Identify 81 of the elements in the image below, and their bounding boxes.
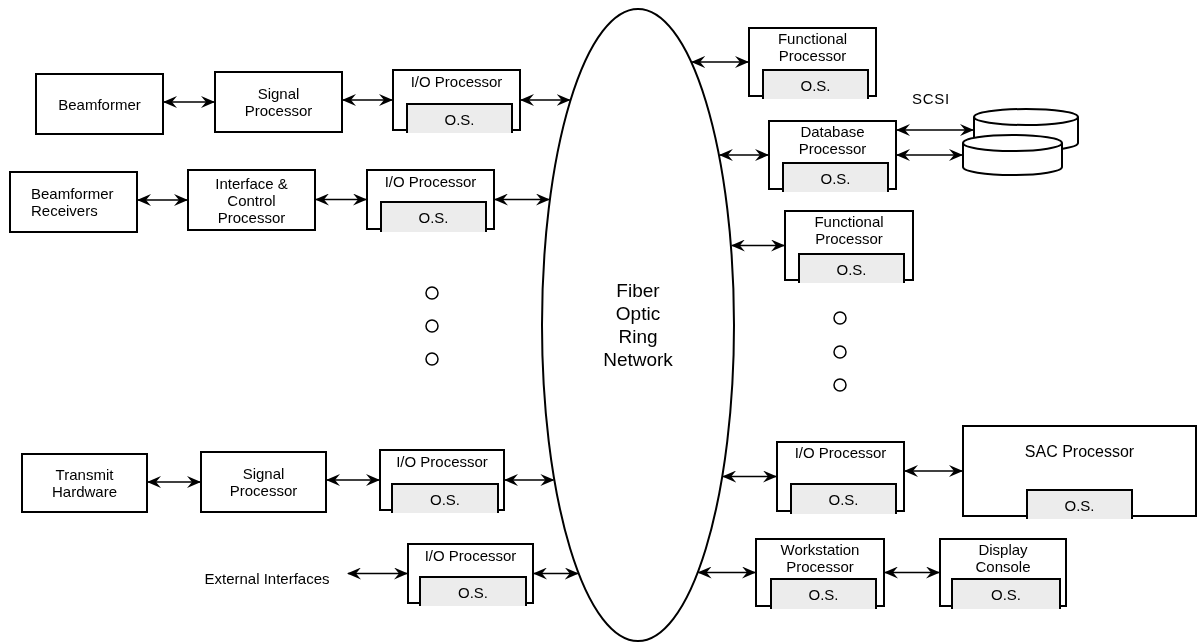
- node-label: Transmit Hardware: [51, 466, 118, 500]
- node-label: I/O Processor: [409, 73, 504, 90]
- double-arrow: [533, 567, 579, 580]
- node-label: O.S.: [836, 260, 867, 278]
- process-box: [748, 27, 877, 97]
- node-label: Signal Processor: [228, 465, 299, 499]
- double-arrow: [884, 566, 940, 579]
- process-box: [755, 538, 885, 607]
- os-box: [951, 578, 1061, 609]
- double-arrow: [722, 470, 777, 483]
- node-label: Workstation Processor: [779, 541, 861, 575]
- node-label: O.S.: [808, 586, 839, 603]
- node-label: O.S.: [430, 490, 460, 508]
- process-box: [939, 538, 1067, 607]
- double-arrow: [730, 239, 785, 252]
- os-box: [380, 201, 487, 232]
- double-arrow: [326, 474, 380, 486]
- process-box: [962, 425, 1197, 517]
- double-arrow: [347, 567, 408, 580]
- process-box: [187, 169, 316, 231]
- node-label: O.S.: [828, 491, 859, 508]
- disk-drive-cylinder: [962, 134, 1063, 176]
- process-box: [200, 451, 327, 513]
- node-label: External Interfaces: [204, 569, 330, 587]
- node-label: O.S.: [458, 583, 488, 601]
- node-label: O.S.: [800, 76, 831, 94]
- process-box: [776, 441, 905, 512]
- process-box: [214, 71, 343, 133]
- node-label: Fiber Optic Ring Network: [602, 279, 674, 371]
- os-box: [798, 253, 905, 283]
- process-box: [392, 69, 521, 131]
- node-label: I/O Processor: [793, 444, 888, 461]
- os-box: [782, 162, 889, 192]
- double-arrow: [718, 149, 769, 161]
- process-box: [35, 73, 164, 135]
- node-label: Beamformer: [57, 95, 142, 113]
- double-arrow: [697, 566, 756, 579]
- double-arrow: [896, 124, 974, 136]
- ring-network-ellipse: [541, 8, 735, 642]
- node-label: Beamformer Receivers: [31, 185, 115, 219]
- node-label: I/O Processor: [383, 173, 478, 190]
- process-box: [784, 210, 914, 281]
- double-arrow: [904, 465, 963, 477]
- node-label: O.S.: [1064, 496, 1095, 514]
- double-arrow: [137, 194, 188, 206]
- process-box: [21, 453, 148, 513]
- os-box: [406, 103, 513, 133]
- process-box: [768, 120, 897, 190]
- process-box: [379, 449, 505, 511]
- double-arrow: [896, 149, 963, 161]
- double-arrow: [520, 94, 571, 106]
- node-label: I/O Processor: [395, 453, 489, 470]
- node-label: Display Console: [974, 541, 1032, 575]
- double-arrow: [504, 474, 555, 486]
- double-arrow: [147, 476, 201, 488]
- node-label: Database Processor: [797, 123, 868, 157]
- node-label: SAC Processor: [1024, 443, 1135, 461]
- double-arrow: [494, 193, 550, 206]
- node-label: Functional Processor: [776, 30, 849, 64]
- double-arrow: [315, 193, 367, 206]
- os-box: [790, 483, 897, 514]
- os-box: [770, 578, 877, 609]
- os-box: [391, 483, 499, 513]
- os-box: [762, 69, 869, 99]
- process-box: [9, 171, 138, 233]
- process-box: [407, 543, 534, 604]
- double-arrow: [691, 56, 749, 68]
- os-box: [419, 576, 527, 606]
- node-label: O.S.: [444, 110, 475, 128]
- node-label: Signal Processor: [243, 85, 314, 119]
- os-box: [1026, 489, 1133, 519]
- node-label: Interface & Control Processor: [214, 174, 289, 226]
- node-label: O.S.: [991, 586, 1021, 603]
- node-label: I/O Processor: [423, 547, 518, 564]
- node-label: Functional Processor: [813, 213, 885, 247]
- double-arrow: [163, 96, 215, 108]
- bus-label: SCSI: [912, 89, 950, 109]
- node-label: O.S.: [820, 169, 851, 187]
- double-arrow: [342, 94, 393, 106]
- process-box: [366, 169, 495, 230]
- node-label: O.S.: [418, 209, 449, 226]
